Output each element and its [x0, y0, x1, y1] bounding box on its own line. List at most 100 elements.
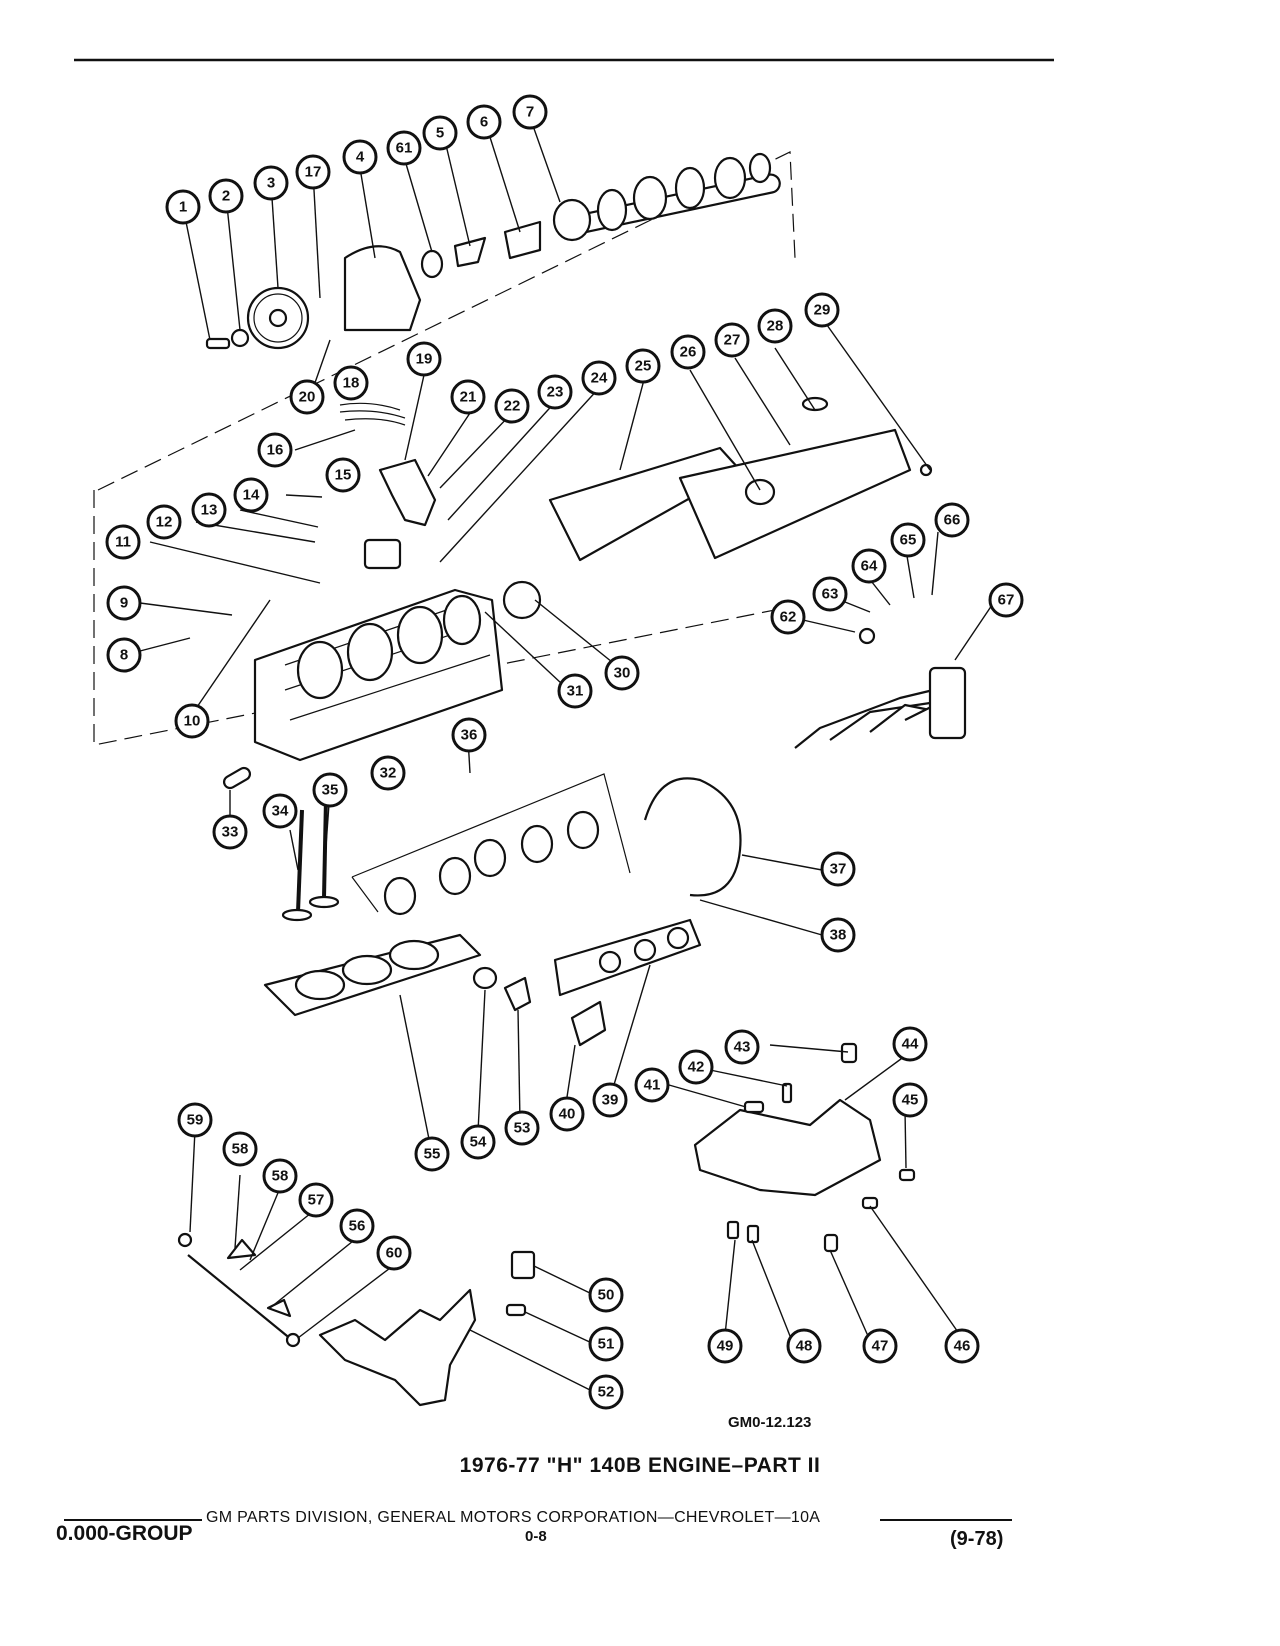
svg-text:5: 5 — [436, 125, 444, 142]
svg-text:65: 65 — [900, 532, 917, 549]
figure-title: 1976-77 "H" 140B ENGINE–PART II — [459, 1454, 821, 1477]
leader-lines — [139, 122, 993, 1393]
svg-text:60: 60 — [386, 1245, 403, 1262]
svg-text:1: 1 — [179, 199, 187, 216]
callout-33: 33 — [212, 814, 248, 850]
svg-text:44: 44 — [902, 1036, 919, 1053]
callout-56: 56 — [339, 1208, 375, 1244]
footer-rule-left — [64, 1519, 202, 1521]
svg-text:21: 21 — [460, 389, 477, 406]
svg-text:51: 51 — [598, 1336, 615, 1353]
callout-30: 30 — [604, 655, 640, 691]
coolant-hose — [643, 777, 742, 897]
svg-text:41: 41 — [644, 1077, 661, 1094]
callout-32: 32 — [370, 755, 406, 791]
svg-text:12: 12 — [156, 514, 173, 531]
callout-40: 40 — [549, 1096, 585, 1132]
callout-23: 23 — [537, 374, 573, 410]
svg-text:26: 26 — [680, 344, 697, 361]
intake-manifold — [693, 1042, 916, 1253]
svg-text:16: 16 — [267, 442, 284, 459]
callout-8: 8 — [106, 637, 142, 673]
callout-55: 55 — [414, 1136, 450, 1172]
svg-text:50: 50 — [598, 1287, 615, 1304]
svg-text:42: 42 — [688, 1059, 705, 1076]
callout-2: 2 — [208, 178, 244, 214]
callout-27: 27 — [714, 322, 750, 358]
svg-text:6: 6 — [480, 114, 488, 131]
svg-text:10: 10 — [184, 713, 201, 730]
callout-6: 6 — [466, 104, 502, 140]
svg-text:24: 24 — [591, 370, 608, 387]
svg-text:56: 56 — [349, 1218, 366, 1235]
svg-text:52: 52 — [598, 1384, 615, 1401]
callout-11: 11 — [105, 524, 141, 560]
callout-29: 29 — [804, 292, 840, 328]
callout-48: 48 — [786, 1328, 822, 1364]
svg-text:64: 64 — [861, 558, 878, 575]
svg-text:32: 32 — [380, 765, 397, 782]
callout-52: 52 — [588, 1374, 624, 1410]
callout-7: 7 — [512, 94, 548, 130]
svg-text:46: 46 — [954, 1338, 971, 1355]
callout-67: 67 — [988, 582, 1024, 618]
svg-text:66: 66 — [944, 512, 961, 529]
svg-text:2: 2 — [222, 188, 230, 205]
callout-13: 13 — [191, 492, 227, 528]
callout-36: 36 — [451, 717, 487, 753]
svg-text:55: 55 — [424, 1146, 441, 1163]
callout-49: 49 — [707, 1328, 743, 1364]
intake-gasket — [553, 918, 702, 1047]
callout-21: 21 — [450, 379, 486, 415]
camshaft — [552, 152, 781, 242]
callout-35: 35 — [312, 772, 348, 808]
svg-text:28: 28 — [767, 318, 784, 335]
callout-42: 42 — [678, 1049, 714, 1085]
svg-text:59: 59 — [187, 1112, 204, 1129]
svg-text:63: 63 — [822, 586, 839, 603]
svg-text:62: 62 — [780, 609, 797, 626]
timing-gear — [205, 286, 310, 350]
svg-text:13: 13 — [201, 502, 218, 519]
callout-58b: 58 — [262, 1158, 298, 1194]
group-label: 0.000-GROUP — [56, 1522, 193, 1545]
callout-45: 45 — [892, 1082, 928, 1118]
callout-24: 24 — [581, 360, 617, 396]
svg-text:37: 37 — [830, 861, 847, 878]
callout-5: 5 — [422, 115, 458, 151]
revision-date: (9-78) — [950, 1528, 1004, 1550]
callout-54: 54 — [460, 1124, 496, 1160]
callout-12: 12 — [146, 504, 182, 540]
page-number: 0-8 — [525, 1528, 547, 1545]
callout-61: 61 — [386, 130, 422, 166]
callout-37: 37 — [820, 851, 856, 887]
svg-text:43: 43 — [734, 1039, 751, 1056]
exhaust-manifold — [177, 1232, 536, 1407]
svg-text:3: 3 — [267, 175, 275, 192]
callout-group: 1 2 3 17 4 61 5 6 7 29 28 27 26 25 24 23… — [105, 94, 1024, 1410]
callout-63: 63 — [812, 576, 848, 612]
callout-19: 19 — [406, 341, 442, 377]
svg-text:47: 47 — [872, 1338, 889, 1355]
callout-15: 15 — [325, 457, 361, 493]
callout-41: 41 — [634, 1067, 670, 1103]
cam-bearings — [383, 810, 600, 916]
valves — [222, 766, 340, 922]
callout-66: 66 — [934, 502, 970, 538]
footer-rule-right — [880, 1519, 1012, 1521]
cylinder-head — [253, 580, 542, 762]
callout-31: 31 — [557, 673, 593, 709]
svg-text:67: 67 — [998, 592, 1015, 609]
callout-58a: 58 — [222, 1131, 258, 1167]
callout-39: 39 — [592, 1082, 628, 1118]
callout-62: 62 — [770, 599, 806, 635]
svg-text:31: 31 — [567, 683, 584, 700]
callout-22: 22 — [494, 388, 530, 424]
svg-text:36: 36 — [461, 727, 478, 744]
callout-43: 43 — [724, 1029, 760, 1065]
callout-1: 1 — [165, 189, 201, 225]
svg-text:30: 30 — [614, 665, 631, 682]
svg-text:18: 18 — [343, 375, 360, 392]
svg-text:54: 54 — [470, 1134, 487, 1151]
svg-text:45: 45 — [902, 1092, 919, 1109]
